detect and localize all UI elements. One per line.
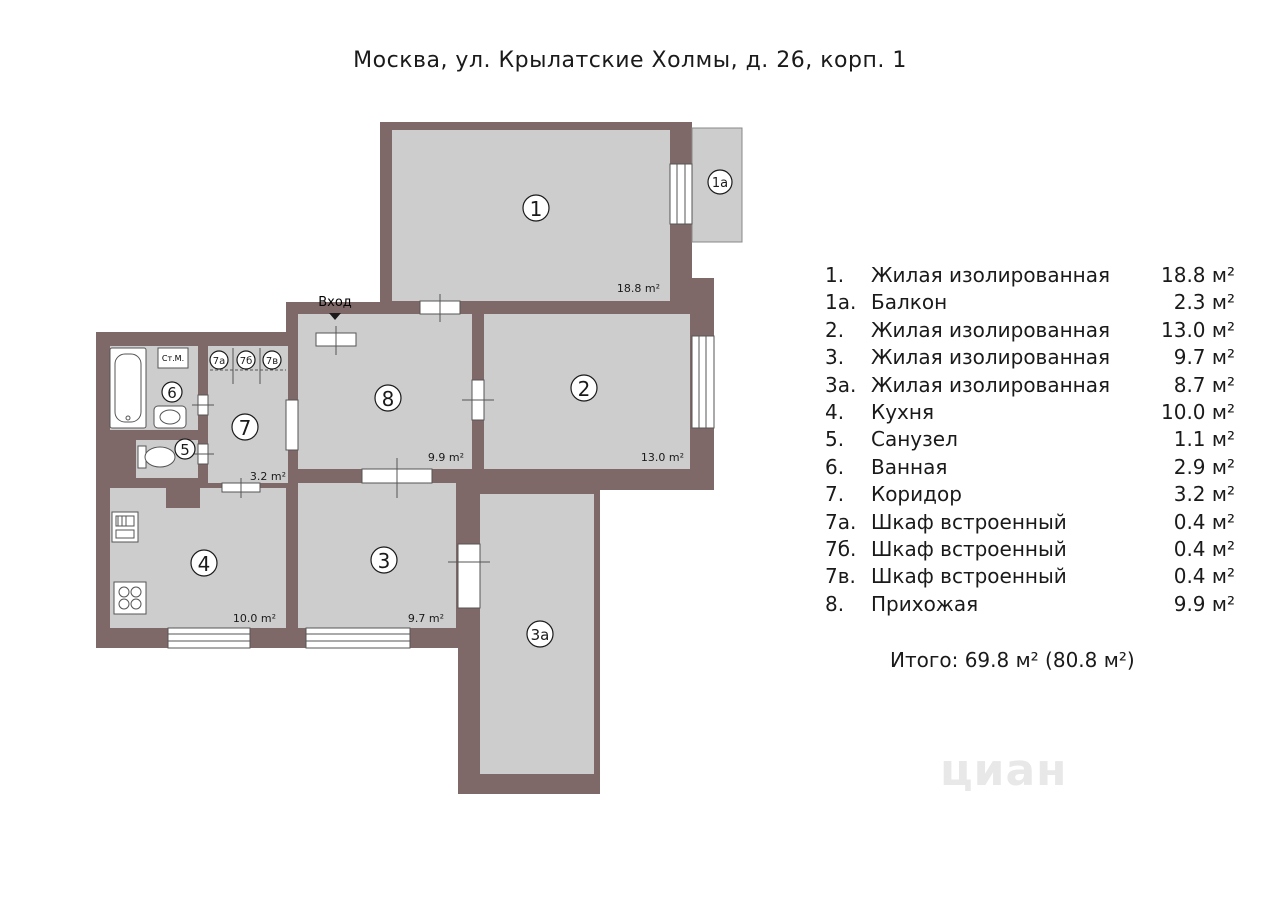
meter-box: Ст.М. xyxy=(157,347,189,369)
total-area: Итого: 69.8 м² (80.8 м²) xyxy=(890,648,1135,672)
room-number-2: 2 xyxy=(578,377,591,401)
stove-icon xyxy=(113,581,147,615)
room-area-2: 13.0 m² xyxy=(641,451,684,464)
rooms xyxy=(110,130,690,774)
room-number-7b: 7б xyxy=(240,356,253,367)
room-number-8: 8 xyxy=(382,387,395,411)
page-title: Москва, ул. Крылатские Холмы, д. 26, кор… xyxy=(353,48,907,73)
room-number-7a: 7a xyxy=(213,356,226,367)
wardrobes xyxy=(210,348,286,384)
room-labels xyxy=(161,169,733,648)
entrance-label: Вход xyxy=(318,295,352,310)
doors xyxy=(192,294,494,609)
room-areas: 18.8 m² 13.0 m² 9.7 m² 10.0 m² 3.2 m² 9.… xyxy=(233,282,684,625)
windows xyxy=(167,163,715,649)
entrance-marker: Вход xyxy=(318,295,352,320)
room-number-5: 5 xyxy=(180,441,190,459)
room-numbers: 1 1a 2 3 3a 4 5 6 7 7a 7б 7в 8 xyxy=(167,176,728,644)
kitchen-sink-icon xyxy=(111,511,139,543)
shaft xyxy=(166,478,200,508)
room-area-1: 18.8 m² xyxy=(617,282,660,295)
watermark: циан xyxy=(940,745,1068,796)
room-area-7: 3.2 m² xyxy=(250,470,286,483)
room-number-1a: 1a xyxy=(712,176,728,191)
entrance-arrow-icon xyxy=(329,313,341,320)
room-number-3: 3 xyxy=(378,549,391,573)
room-area-3: 9.7 m² xyxy=(408,612,444,625)
toilet-icon xyxy=(137,445,176,469)
sink-icon xyxy=(153,405,187,429)
room-number-7v: 7в xyxy=(266,356,278,367)
bathtub-icon xyxy=(109,347,147,429)
room-area-8: 9.9 m² xyxy=(428,451,464,464)
meter-label: Ст.М. xyxy=(162,354,184,363)
room-number-4: 4 xyxy=(198,552,211,576)
room-number-7: 7 xyxy=(239,416,252,440)
room-number-1: 1 xyxy=(530,197,543,221)
room-area-4: 10.0 m² xyxy=(233,612,276,625)
room-number-6: 6 xyxy=(167,384,177,402)
room-number-3a: 3a xyxy=(531,626,550,644)
